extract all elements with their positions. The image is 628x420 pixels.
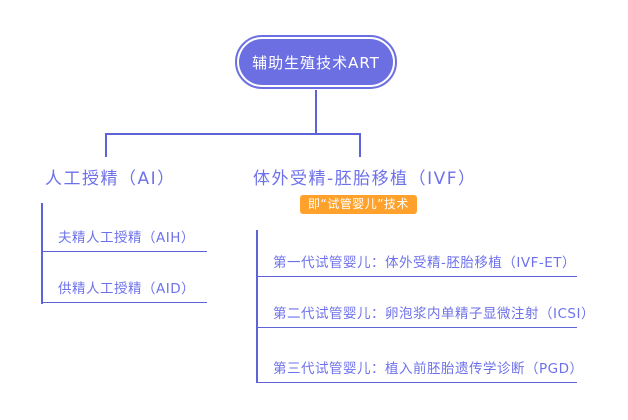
root-node: 辅助生殖技术ART	[235, 35, 397, 89]
connector-ivf-spine	[256, 230, 258, 383]
root-node-fill: 辅助生殖技术ART	[239, 39, 393, 85]
connector-root-stem	[315, 90, 317, 133]
node-ivf-et-label: 第一代试管婴儿：体外受精-胚胎移植（IVF-ET）	[273, 255, 576, 271]
node-pgd: 第三代试管婴儿：植入前胚胎遗传学诊断（PGD）	[256, 356, 583, 383]
node-aih: 夫精人工授精（AIH）	[41, 226, 207, 252]
connector-ai-spine	[41, 203, 43, 304]
node-aid-label: 供精人工授精（AID）	[58, 281, 196, 297]
node-aid: 供精人工授精（AID）	[41, 277, 207, 303]
connector-drop-right	[359, 133, 361, 157]
badge-ivf-alias: 即“试管婴儿”技术	[300, 195, 417, 214]
node-icsi-label: 第二代试管婴儿：卵泡浆内单精子显微注射（ICSI）	[273, 306, 595, 322]
node-pgd-label: 第三代试管婴儿：植入前胚胎遗传学诊断（PGD）	[273, 361, 584, 377]
node-icsi: 第二代试管婴儿：卵泡浆内单精子显微注射（ICSI）	[256, 302, 594, 328]
branch-title-ai: 人工授精（AI）	[45, 169, 176, 189]
branch-title-ivf: 体外受精-胚胎移植（IVF）	[253, 169, 477, 189]
connector-horizontal-bar	[105, 133, 360, 135]
node-ivf-et: 第一代试管婴儿：体外受精-胚胎移植（IVF-ET）	[256, 251, 577, 277]
connector-drop-left	[105, 133, 107, 157]
node-aih-label: 夫精人工授精（AIH）	[58, 230, 195, 246]
root-node-label: 辅助生殖技术ART	[252, 53, 380, 72]
